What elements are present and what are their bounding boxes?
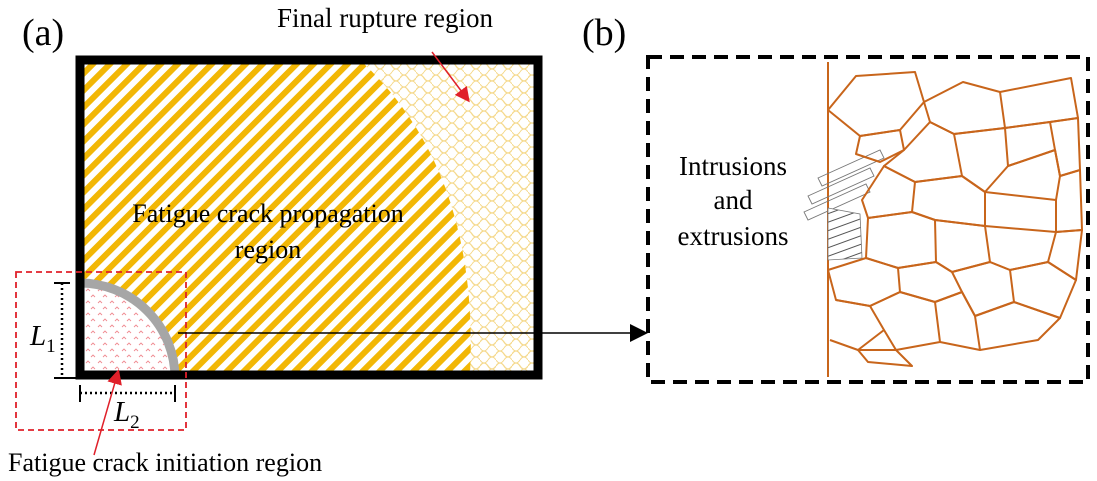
panel-a-tag: (a) (22, 12, 64, 54)
initiation-arrow (93, 369, 122, 456)
panel-b-tag: (b) (582, 12, 626, 54)
final-rupture-label: Final rupture region (277, 3, 493, 33)
intrusions-label-line1: Intrusions (679, 151, 787, 181)
slip-bands (803, 149, 885, 261)
final-rupture-arrow (431, 51, 470, 103)
intrusions-label-line3: extrusions (678, 221, 789, 251)
intrusions-label-line2: and (714, 185, 753, 215)
propagation-label-line2: region (235, 235, 301, 264)
grain-network (827, 71, 1083, 367)
zoom-box (646, 55, 1090, 384)
l1-label: L1 (29, 320, 56, 357)
initiation-label: Fatigue crack initiation region (8, 448, 322, 477)
crack-front (79, 278, 180, 379)
propagation-label-line1: Fatigue crack propagation (132, 199, 403, 228)
propagation-region (80, 60, 471, 375)
l2-label: L2 (113, 396, 140, 433)
specimen-border (75, 55, 543, 380)
initiation-region (80, 283, 175, 378)
